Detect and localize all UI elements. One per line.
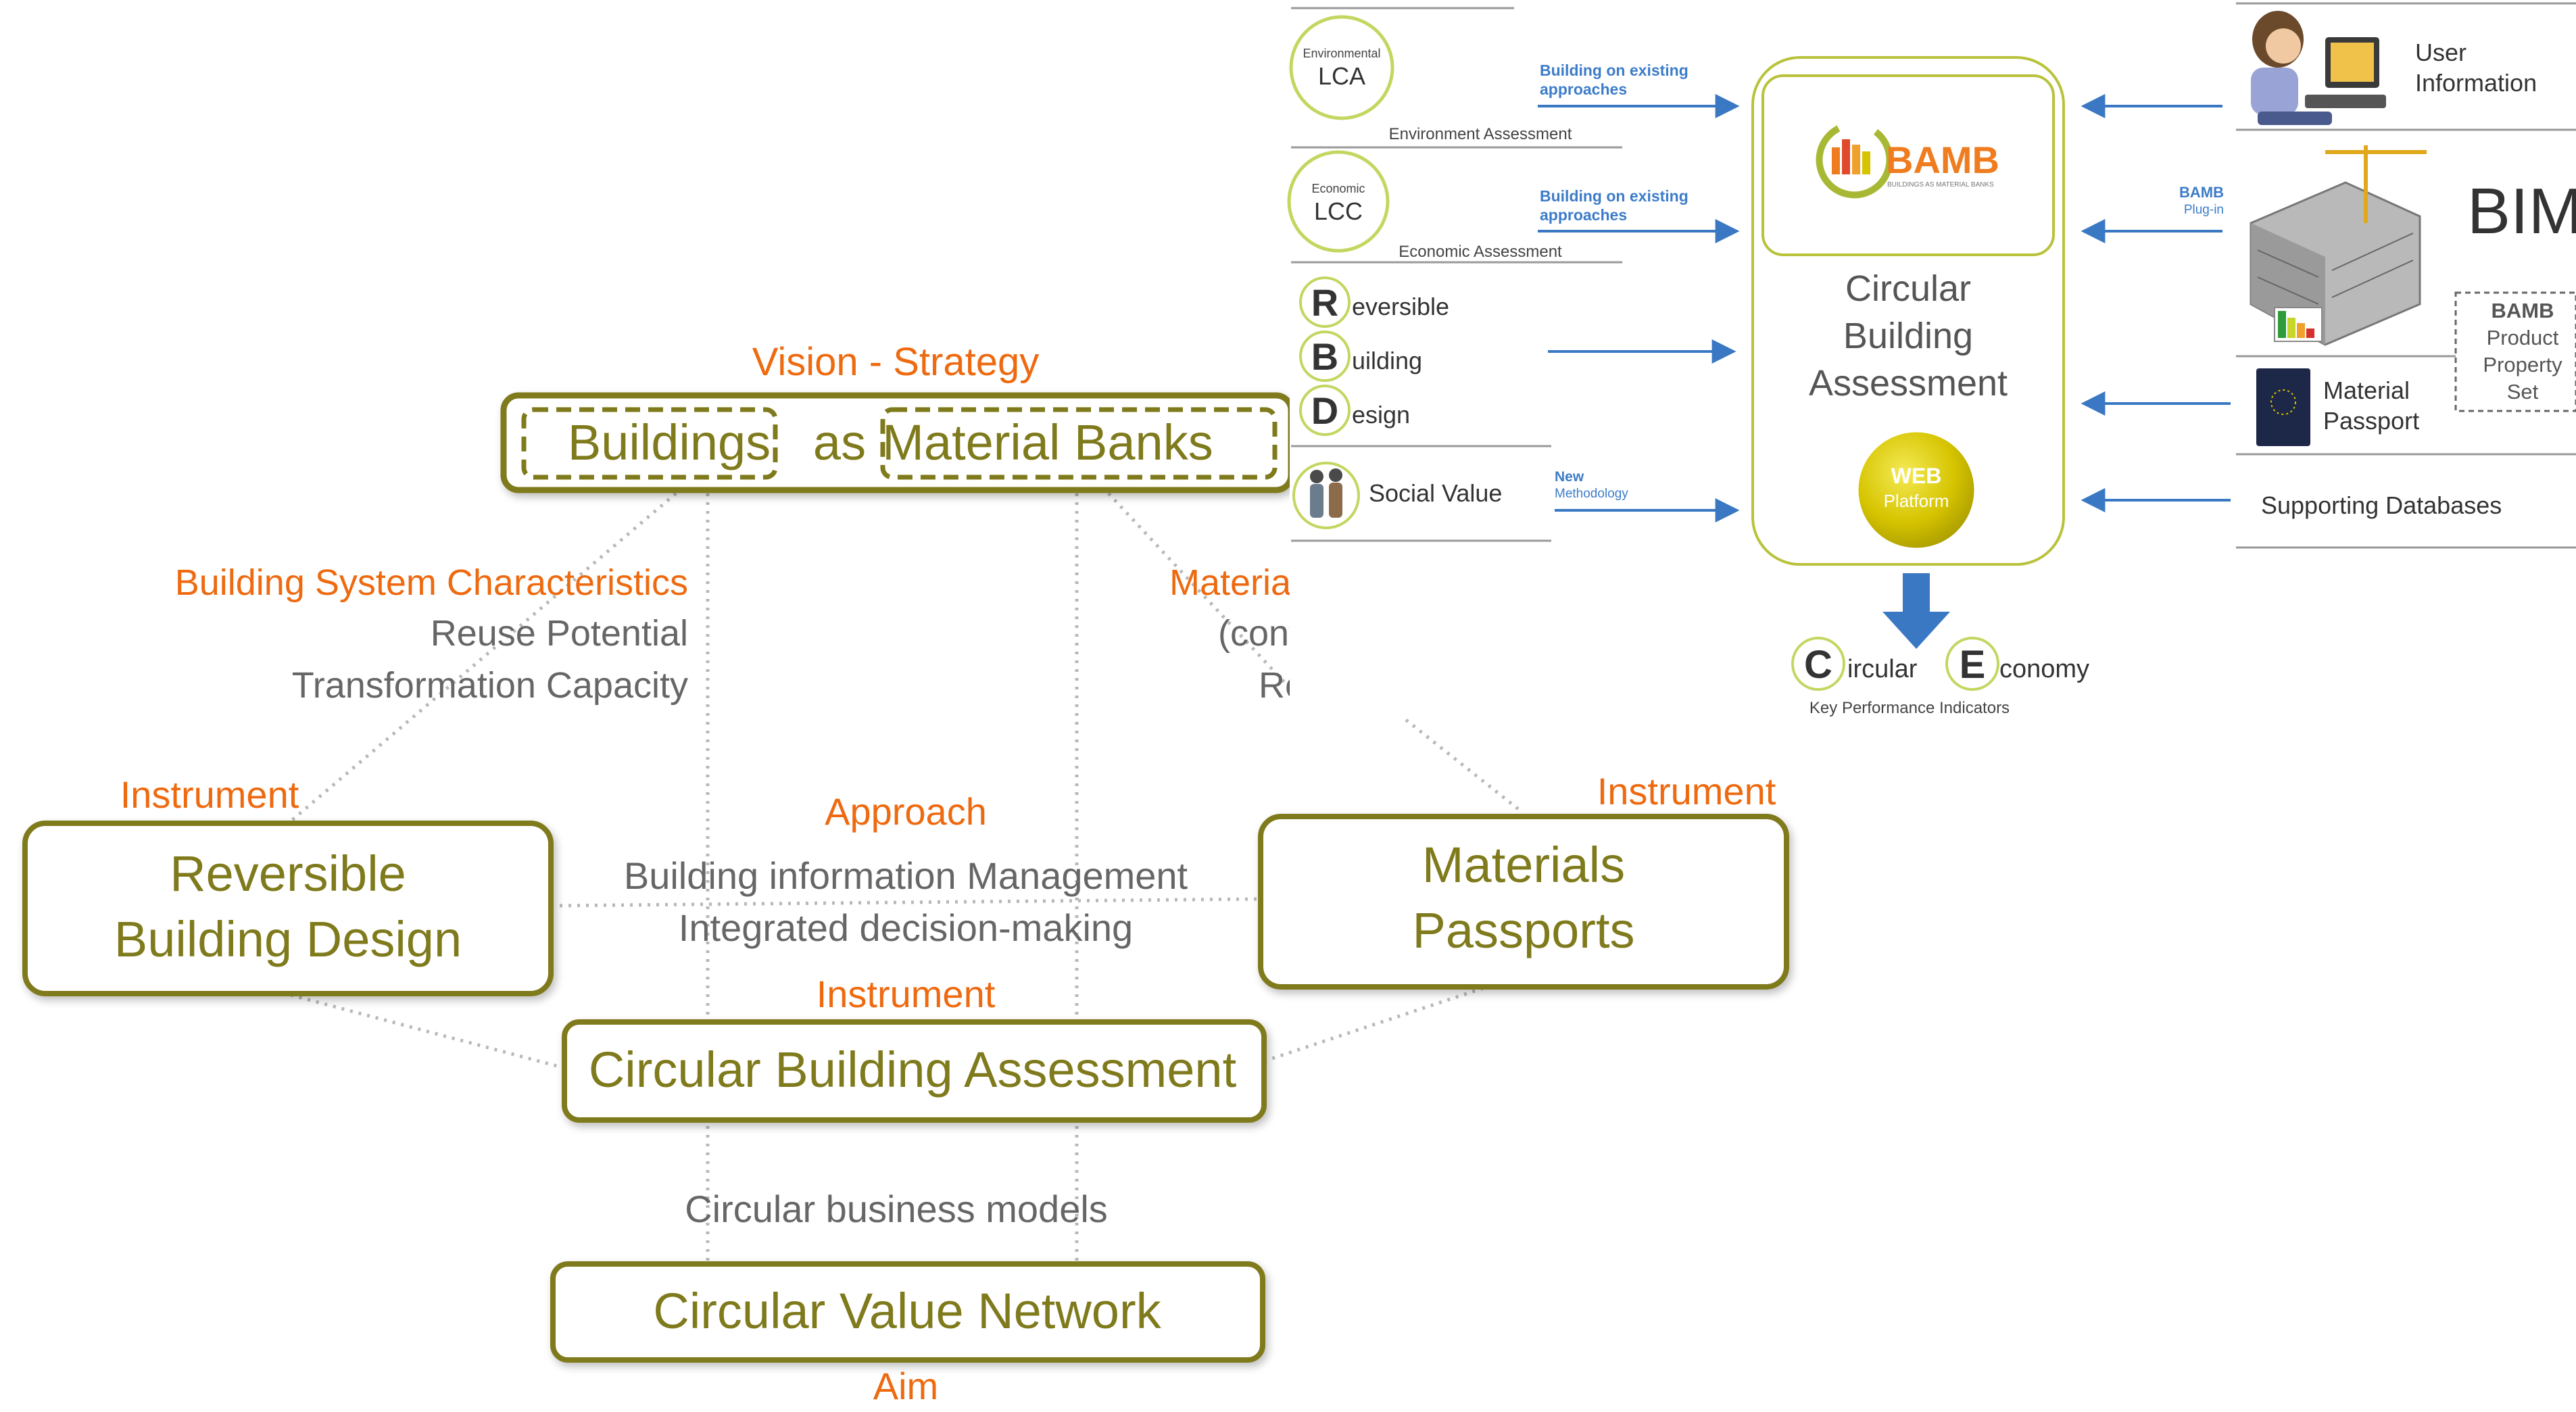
user-text: User <box>2415 39 2466 66</box>
approach-2b: approaches <box>1540 206 1627 224</box>
cba-line1: Circular <box>1845 268 1971 309</box>
rbd-line2: Building Design <box>114 911 462 967</box>
ce-economy: conomy <box>1999 655 2089 683</box>
cba-line3: Assessment <box>1809 363 2008 404</box>
circular-economy: C ircular E conomy Key Performance Indic… <box>1791 637 2089 717</box>
platform-text: Platform <box>1884 491 1949 511</box>
rbd-line1: Reversible <box>170 846 406 902</box>
instrument-center-label: Instrument <box>817 973 996 1015</box>
ce-circular: ircular <box>1847 655 1918 683</box>
bamb-logo-text: BAMB <box>1886 139 1999 181</box>
social-value-item: Social Value New Methodology <box>1292 462 1628 529</box>
plugin-b: Plug-in <box>2184 203 2224 217</box>
r-letter: R <box>1311 281 1338 324</box>
input-arrows <box>1538 94 1740 522</box>
bamb-logo: BAMB BUILDINGS AS MATERIAL BANKS <box>1816 125 1999 199</box>
approach-1b: approaches <box>1540 80 1627 98</box>
bamb-logo-subtext: BUILDINGS AS MATERIAL BANKS <box>1887 181 1994 189</box>
approach-1a: Building on existing <box>1540 62 1688 79</box>
user-at-computer-icon <box>2251 11 2386 125</box>
lca-small: Environmental <box>1303 47 1380 60</box>
plugin-a: BAMB <box>2179 184 2224 201</box>
approach-label: Approach <box>825 790 987 833</box>
web-platform-button: WEB Platform <box>1855 429 1978 552</box>
building-construction-icon <box>2250 145 2427 346</box>
pps-property: Property <box>2483 353 2562 376</box>
new-b: Methodology <box>1555 487 1628 501</box>
materials-title-partial: Materia <box>1169 562 1292 603</box>
circular-value-network-box: Circular Value Network <box>550 1261 1265 1363</box>
material-passport-item: Material Passport <box>2256 368 2419 446</box>
lca-text: LCA <box>1318 62 1365 90</box>
ce-c: C <box>1804 643 1832 687</box>
mp-material: Material <box>2323 376 2410 404</box>
cvn-text: Circular Value Network <box>653 1283 1161 1339</box>
lcc-text: LCC <box>1314 197 1363 225</box>
b-letter: B <box>1311 335 1338 378</box>
cba-text: Circular Building Assessment <box>589 1042 1237 1098</box>
bim-text: BIM <box>2467 175 2576 247</box>
bim-item: BIM BAMB Product Property Set <box>2250 145 2576 412</box>
reversible-building-design-box: Reversible Building Design <box>22 821 554 996</box>
mp-line1: Materials <box>1422 837 1625 893</box>
pps-set: Set <box>2507 380 2539 404</box>
dotted-connectors <box>289 492 1522 1264</box>
pps-product: Product <box>2487 326 2559 349</box>
instrument-left-label: Instrument <box>120 773 299 816</box>
bsc-title: Building System Characteristics <box>175 562 688 603</box>
people-icon <box>1310 468 1342 518</box>
mp-passport: Passport <box>2323 407 2419 435</box>
bamb-overview-image: Environmental LCA Environment Assessment… <box>1287 0 2576 720</box>
column-separators <box>1291 7 1622 542</box>
bsc-transformation-capacity: Transformation Capacity <box>292 665 688 706</box>
instrument-right-label: Instrument <box>1597 770 1776 812</box>
d-letter: D <box>1311 389 1338 432</box>
user-information: User Information <box>2251 11 2537 125</box>
output-arrows <box>2081 94 2231 512</box>
information-text: Information <box>2415 69 2537 97</box>
mp-line2: Passports <box>1412 902 1634 958</box>
new-a: New <box>1555 469 1584 485</box>
pps-bamb: BAMB <box>2492 299 2554 322</box>
circular-business-models: Circular business models <box>685 1188 1108 1230</box>
lca-item: Environmental LCA Environment Assessment <box>1289 15 1572 143</box>
web-text: WEB <box>1891 464 1942 488</box>
material-banks-text: Material Banks <box>882 414 1213 470</box>
rbd-list: R eversible B uilding D esign <box>1299 276 1449 436</box>
central-cba-box: BAMB BUILDINGS AS MATERIAL BANKS Circula… <box>1751 56 2065 566</box>
passport-icon <box>2256 368 2310 446</box>
bamb-product-property-set: BAMB Product Property Set <box>2454 291 2576 412</box>
b-rest: uilding <box>1352 347 1422 374</box>
approach-decision: Integrated decision-making <box>679 906 1133 949</box>
aim-label: Aim <box>873 1365 938 1407</box>
kpi-text: Key Performance Indicators <box>1809 699 2010 717</box>
vision-strategy-label: Vision - Strategy <box>752 340 1039 384</box>
ce-e: E <box>1960 643 1986 687</box>
supporting-databases: Supporting Databases <box>2261 491 2502 519</box>
lcc-small: Economic <box>1311 182 1365 195</box>
approach-2a: Building on existing <box>1540 187 1688 205</box>
materials-line1-partial: (cont <box>1218 613 1299 654</box>
as-text: as <box>813 414 866 470</box>
bsc-reuse-potential: Reuse Potential <box>431 613 688 654</box>
materials-characteristics-partial: Materia (cont Re <box>1169 562 1305 706</box>
materials-passports-box: Materials Passports <box>1258 814 1789 990</box>
r-rest: eversible <box>1352 293 1449 320</box>
lca-caption: Environment Assessment <box>1389 125 1572 143</box>
buildings-text: Buildings <box>568 414 771 470</box>
cba-line2: Building <box>1843 316 1973 356</box>
down-arrow <box>1882 573 1950 649</box>
approach-bim: Building information Management <box>624 854 1188 897</box>
lcc-item: Economic LCC Economic Assessment <box>1287 150 1562 261</box>
vision-box: Buildings as Material Banks <box>500 392 1294 493</box>
social-text: Social Value <box>1369 479 1502 507</box>
d-rest: esign <box>1352 401 1410 429</box>
building-system-characteristics: Building System Characteristics Reuse Po… <box>175 562 688 706</box>
lcc-caption: Economic Assessment <box>1399 243 1562 261</box>
circular-building-assessment-box: Circular Building Assessment <box>562 1019 1267 1123</box>
left-diagram: Vision - Strategy Buildings as Material … <box>22 340 1789 1407</box>
